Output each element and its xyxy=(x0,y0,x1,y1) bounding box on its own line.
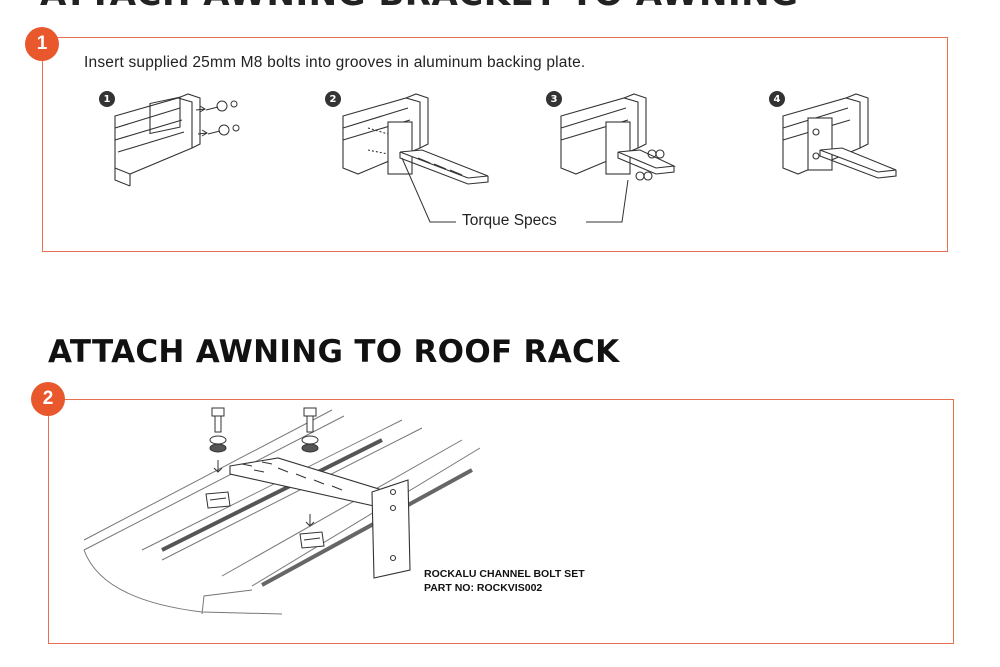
substep-1-badge: 1 xyxy=(99,91,115,107)
washer-icon xyxy=(209,435,319,453)
substep-4-badge: 4 xyxy=(769,91,785,107)
part-number: PART NO: ROCKVIS002 xyxy=(424,582,543,594)
previous-section-heading: ATTACH AWNING BRACKET TO AWNING xyxy=(40,0,799,14)
step-2-badge: 2 xyxy=(31,382,65,416)
substep-2-illustration xyxy=(342,93,489,185)
substep-3-illustration xyxy=(560,93,676,181)
substep-4-illustration xyxy=(782,93,897,179)
channel-nut-icon xyxy=(205,491,325,549)
substep-2-badge: 2 xyxy=(325,91,341,107)
down-arrow-icon xyxy=(213,460,315,527)
step-2-panel xyxy=(48,399,954,644)
bolt-icon xyxy=(205,100,240,136)
torque-specs-label: Torque Specs xyxy=(462,212,557,229)
step-1-panel xyxy=(42,37,948,252)
awning-bracket xyxy=(229,457,411,579)
section-2-heading: ATTACH AWNING TO ROOF RACK xyxy=(48,334,620,370)
substep-3-badge: 3 xyxy=(546,91,562,107)
step-1-instruction: Insert supplied 25mm M8 bolts into groov… xyxy=(84,54,586,71)
substep-1-illustration xyxy=(114,93,240,187)
roof-rack-illustration xyxy=(83,407,481,615)
torque-specs-leader-lines xyxy=(401,157,629,223)
part-name: ROCKALU CHANNEL BOLT SET xyxy=(424,568,585,580)
part-label: ROCKALU CHANNEL BOLT SET PART NO: ROCKVI… xyxy=(424,567,585,595)
step-1-badge: 1 xyxy=(25,27,59,61)
bolt-icon xyxy=(211,407,317,433)
